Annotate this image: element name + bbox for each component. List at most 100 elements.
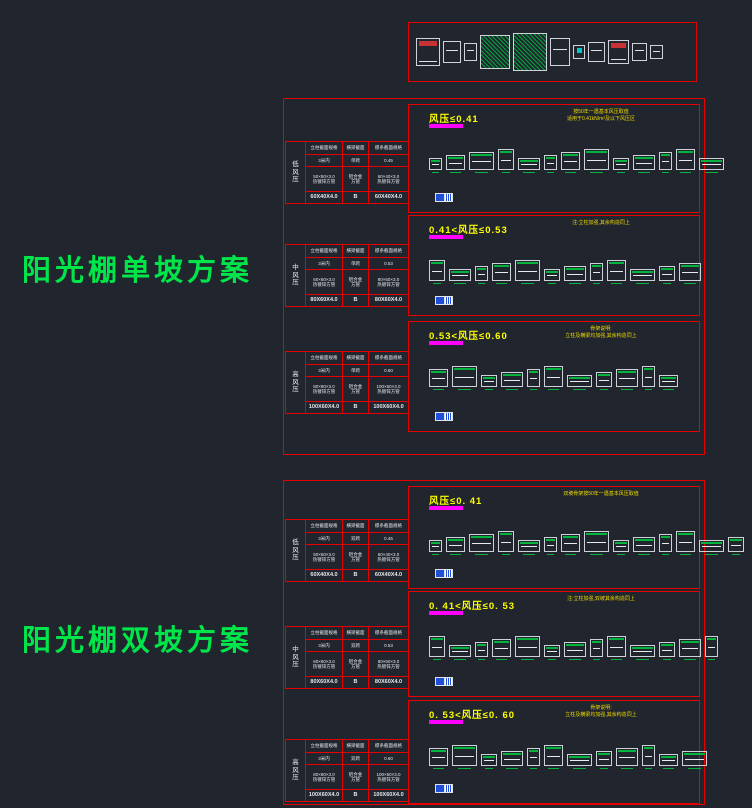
dimension-tick: [589, 554, 604, 555]
table-cell: 60×40×3.0 热镀锌方管: [368, 166, 409, 192]
detail-thumbnail: [676, 531, 695, 555]
detail-thumbnail: [679, 263, 701, 284]
table-header-cell: 立柱截面规格: [305, 244, 343, 258]
table-cell: 铝合金 方管: [342, 544, 369, 570]
detail-thumbnail: [633, 537, 655, 555]
dimension-tick: [684, 283, 696, 284]
detail-thumbnail: [498, 531, 514, 555]
table-row-label: 高 风 压: [285, 739, 306, 802]
detail-flag-icon: [435, 784, 453, 793]
overview-thumbnail: [588, 42, 605, 62]
table-footer-cell: B: [342, 569, 369, 582]
dimension-tick: [662, 659, 672, 660]
band-header: 0.53<风压≤0.60: [429, 331, 508, 342]
detail-thumbnail: [633, 155, 655, 173]
detail-thumbnail: [564, 642, 586, 660]
table-footer-cell: 80X60X4.0: [368, 294, 409, 307]
band-header: 0. 41<风压≤0. 53: [429, 601, 516, 612]
dimension-tick: [548, 768, 559, 769]
detail-thumbnail: [429, 540, 442, 555]
table-cell: 单跨: [342, 154, 369, 167]
detail-flag-icon: [435, 296, 453, 305]
detail-thumbnails-row: [429, 745, 707, 769]
detail-flag-icon: [435, 569, 453, 578]
dimension-tick: [731, 554, 741, 555]
table-footer-cell: B: [342, 401, 369, 414]
detail-thumbnail: [452, 745, 477, 769]
dimension-tick: [663, 389, 674, 390]
detail-thumbnail: [607, 636, 626, 660]
detail-thumbnail: [544, 366, 563, 390]
dimension-tick: [687, 768, 702, 769]
detail-thumbnail: [429, 369, 448, 390]
table-footer-cell: 60X40X4.0: [368, 569, 409, 582]
table-footer-cell: 100X60X4.0: [368, 401, 409, 414]
detail-thumbnail: [607, 260, 626, 284]
table-row-label: 中 风 压: [285, 626, 306, 689]
flag-striped-part: [445, 412, 453, 421]
dimension-tick: [680, 554, 691, 555]
dimension-tick: [593, 659, 600, 660]
detail-flag-icon: [435, 193, 453, 202]
detail-thumbnail: [429, 260, 445, 284]
dimension-tick: [704, 172, 719, 173]
flag-blue-part: [435, 296, 445, 305]
flag-blue-part: [435, 569, 445, 578]
detail-thumbnail: [544, 645, 560, 660]
band-note: 注:立柱加强,其余构造同上: [572, 220, 630, 226]
detail-thumbnail: [498, 149, 514, 173]
table-footer-cell: 100X60X4.0: [305, 789, 343, 802]
dimension-tick: [450, 554, 461, 555]
table-cell: 0.53: [368, 257, 409, 270]
flag-blue-part: [435, 784, 445, 793]
detail-thumbnail: [613, 540, 629, 555]
detail-thumbnail: [564, 266, 586, 284]
dimension-tick: [635, 659, 650, 660]
detail-thumbnail: [469, 152, 494, 173]
dimension-tick: [547, 554, 554, 555]
table-cell: 单跨: [342, 364, 369, 377]
overview-thumbnail: [650, 45, 663, 59]
band-note: 注:立柱加强,双坡其余构造同上: [567, 596, 635, 602]
overview-thumbnail: [632, 43, 647, 61]
dimension-tick: [496, 283, 507, 284]
table-cell: 双跨: [342, 532, 369, 545]
detail-thumbnail: [446, 155, 465, 173]
detail-thumbnail: [659, 534, 672, 555]
table-cell: 0.45: [368, 532, 409, 545]
detail-thumbnails-row: [429, 260, 701, 284]
table-header-cell: 檩条截面规格: [368, 141, 409, 155]
detail-thumbnail: [659, 754, 678, 769]
detail-thumbnail: [676, 149, 695, 173]
dimension-tick: [616, 172, 626, 173]
table-cell: 80×60×3.0 热镀锌方管: [368, 269, 409, 295]
dimension-tick: [454, 283, 466, 284]
detail-thumbnail: [659, 152, 672, 173]
table-footer-cell: 60X40X4.0: [368, 191, 409, 204]
detail-thumbnail: [429, 748, 448, 769]
wind-pressure-band: 0. 41<风压≤0. 53 注:立柱加强,双坡其余构造同上: [408, 591, 718, 697]
detail-thumbnail: [630, 645, 655, 660]
dimension-tick: [474, 554, 489, 555]
band-note: 按50年一遇基本风压取值 适用于0.41kN/m²及以下风压区: [566, 109, 636, 122]
detail-thumbnail: [613, 158, 629, 173]
table-cell: 60×60×3.0 热镀锌方管: [305, 651, 343, 677]
dimension-tick: [638, 554, 650, 555]
flag-striped-part: [445, 677, 453, 686]
detail-thumbnail: [659, 642, 675, 660]
dimension-tick: [663, 768, 674, 769]
table-cell: 铝合金 方管: [342, 764, 369, 790]
table-cell: 3米内: [305, 532, 343, 545]
dimension-tick: [621, 389, 633, 390]
detail-thumbnail: [527, 748, 540, 769]
dimension-tick: [572, 389, 587, 390]
table-header-cell: 立柱截面规格: [305, 351, 343, 365]
table-cell: 60×40×3.0 热镀锌方管: [368, 544, 409, 570]
dimension-tick: [520, 283, 535, 284]
